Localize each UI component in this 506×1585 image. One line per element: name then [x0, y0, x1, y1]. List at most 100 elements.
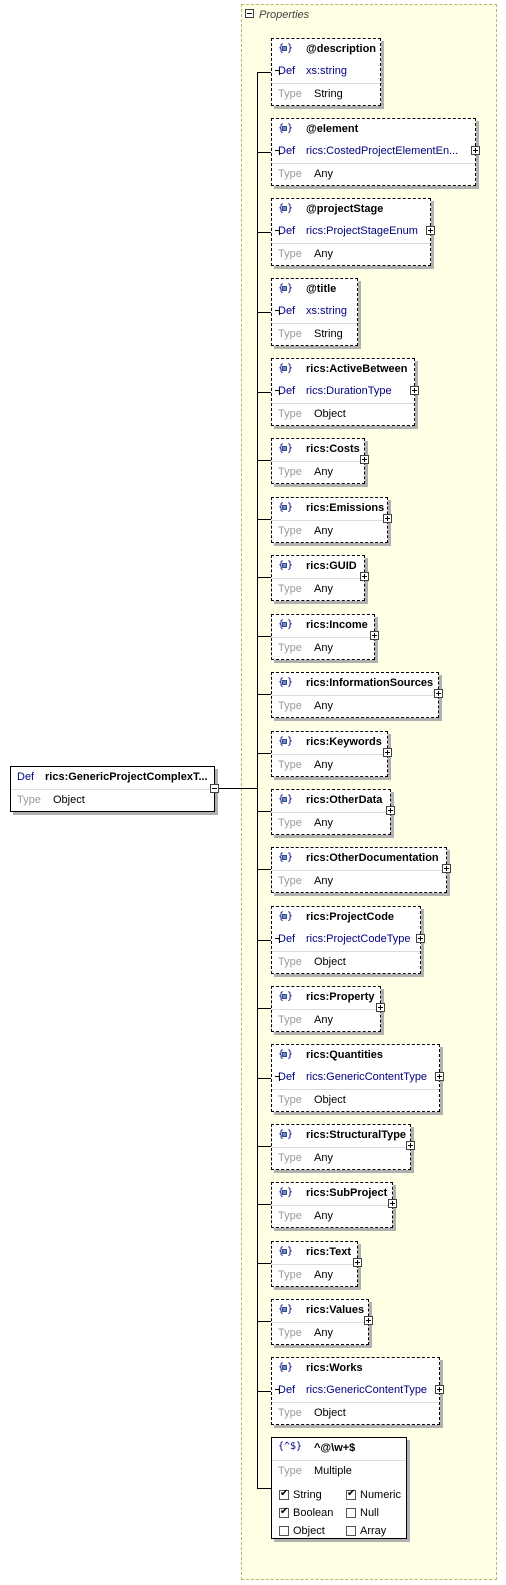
root-node[interactable]: Def rics:GenericProjectComplexT... Type … [10, 766, 215, 812]
type-checkbox-label: Object [293, 1525, 325, 1537]
expand-icon[interactable] [416, 934, 425, 943]
type-checkbox[interactable] [346, 1488, 356, 1500]
type-checkbox-label: Numeric [360, 1489, 401, 1501]
property-node[interactable]: @elementDefrics:CostedProjectElementEn..… [271, 118, 476, 186]
collapse-root-icon[interactable] [210, 784, 219, 793]
collapse-properties-icon[interactable] [245, 9, 254, 18]
connector [257, 1263, 271, 1264]
property-name: @title [306, 283, 337, 295]
property-name: rics:InformationSources [306, 677, 434, 689]
type-label: Type [278, 759, 302, 771]
expand-icon[interactable] [435, 1385, 444, 1394]
property-type: Any [314, 875, 333, 887]
type-label: Type [278, 875, 302, 887]
property-node[interactable]: rics:ActiveBetweenDefrics:DurationTypeTy… [271, 358, 415, 426]
property-def[interactable]: rics:ProjectStageEnum [306, 225, 418, 237]
element-icon [278, 362, 293, 375]
def-label: Def [278, 145, 296, 157]
type-checkbox[interactable] [279, 1526, 289, 1536]
connector [257, 1321, 271, 1322]
type-checkbox[interactable] [346, 1526, 356, 1536]
property-name: rics:OtherData [306, 794, 383, 806]
element-icon [278, 1303, 293, 1316]
expand-icon[interactable] [386, 806, 395, 815]
property-def[interactable]: rics:GenericContentType [306, 1071, 428, 1083]
expand-icon[interactable] [471, 146, 480, 155]
pattern-property-node[interactable]: {^$}^@\w+$TypeMultipleStringNumericBoole… [271, 1437, 407, 1539]
expand-icon[interactable] [370, 631, 379, 640]
element-icon [278, 910, 293, 923]
expand-icon[interactable] [406, 1141, 415, 1150]
expand-icon[interactable] [434, 689, 443, 698]
tree-spine [257, 72, 258, 1489]
expand-icon[interactable] [383, 748, 392, 757]
property-node[interactable]: @projectStageDefrics:ProjectStageEnumTyp… [271, 198, 431, 266]
expand-icon[interactable] [410, 386, 419, 395]
property-type: Any [314, 168, 333, 180]
property-def[interactable]: xs:string [306, 305, 347, 317]
property-def[interactable]: rics:GenericContentType [306, 1384, 428, 1396]
def-label: Def [278, 1384, 296, 1396]
reference-arrow-icon [275, 68, 281, 74]
expand-icon[interactable] [360, 572, 369, 581]
connector [257, 1488, 271, 1489]
expand-icon[interactable] [353, 1258, 362, 1267]
property-def[interactable]: rics:DurationType [306, 385, 392, 397]
type-label: Type [278, 466, 302, 478]
def-label: Def [278, 385, 296, 397]
type-checkbox[interactable] [346, 1508, 356, 1518]
type-label: Type [278, 1407, 302, 1419]
expand-icon[interactable] [364, 1316, 373, 1325]
property-name: rics:OtherDocumentation [306, 852, 439, 864]
expand-icon[interactable] [442, 864, 451, 873]
expand-icon[interactable] [383, 514, 392, 523]
type-label: Type [278, 1094, 302, 1106]
properties-panel-title: Properties [259, 9, 310, 21]
element-icon [278, 793, 293, 806]
connector [257, 312, 271, 313]
type-label: Type [278, 328, 302, 340]
type-checkbox[interactable] [279, 1488, 289, 1500]
connector [257, 753, 271, 754]
root-type: Object [53, 794, 85, 806]
expand-icon[interactable] [435, 1072, 444, 1081]
element-icon [278, 676, 293, 689]
expand-icon[interactable] [376, 1003, 385, 1012]
reference-arrow-icon [275, 308, 281, 314]
type-label: Type [278, 1014, 302, 1026]
expand-icon[interactable] [388, 1199, 397, 1208]
type-checkbox[interactable] [279, 1506, 289, 1518]
pattern-name: ^@\w+$ [314, 1442, 356, 1454]
expand-icon[interactable] [426, 226, 435, 235]
element-icon [278, 1048, 293, 1061]
connector [257, 1391, 271, 1392]
property-def[interactable]: rics:CostedProjectElementEn... [306, 145, 459, 157]
property-type: Object [314, 408, 346, 420]
property-node[interactable]: rics:QuantitiesDefrics:GenericContentTyp… [271, 1044, 440, 1112]
property-name: rics:ActiveBetween [306, 363, 408, 375]
property-def[interactable]: xs:string [306, 65, 347, 77]
connector [257, 811, 271, 812]
property-node[interactable]: rics:ProjectCodeDefrics:ProjectCodeTypeT… [271, 906, 421, 974]
type-checkbox-label: Boolean [293, 1507, 334, 1519]
expand-icon[interactable] [360, 455, 369, 464]
property-def[interactable]: rics:ProjectCodeType [306, 933, 411, 945]
property-name: rics:Values [306, 1304, 365, 1316]
property-node[interactable]: rics:WorksDefrics:GenericContentTypeType… [271, 1357, 440, 1425]
